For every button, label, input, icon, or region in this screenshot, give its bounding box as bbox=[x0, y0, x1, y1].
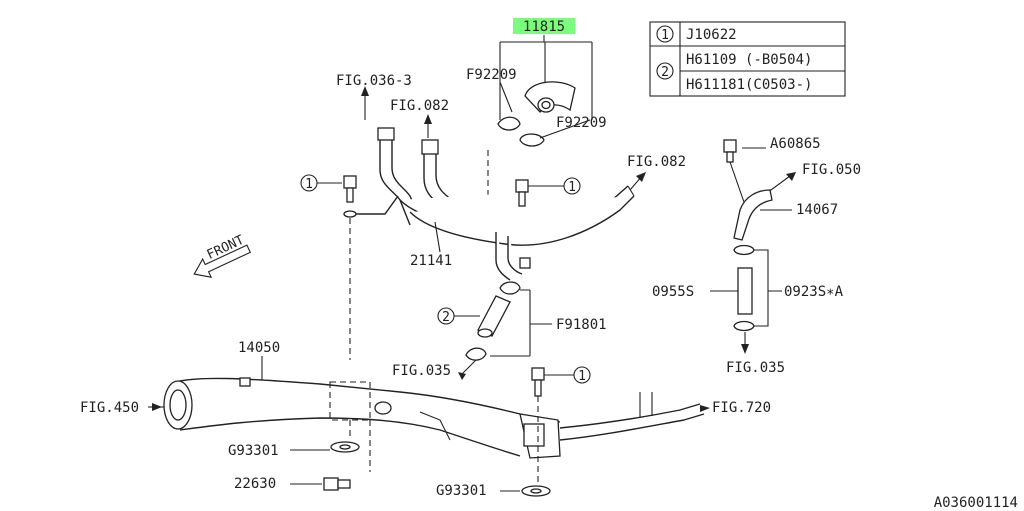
clamp-f92209-a bbox=[497, 116, 521, 131]
part-label-a60865[interactable]: A60865 bbox=[770, 136, 821, 152]
part-label-14050[interactable]: 14050 bbox=[238, 340, 280, 356]
front-arrow: FRONT bbox=[193, 233, 252, 278]
part-label-g93301-b[interactable]: G93301 bbox=[436, 483, 487, 499]
legend-code-3: H611181(C0503-) bbox=[686, 77, 812, 93]
legend-callout-1 bbox=[656, 25, 674, 43]
legend-code-2: H61109 (-B0504) bbox=[686, 52, 812, 68]
diagram-id: A036001114 bbox=[934, 495, 1018, 511]
bolt-lower bbox=[531, 367, 545, 381]
part-label-22630[interactable]: 22630 bbox=[234, 476, 276, 492]
bolt-center bbox=[515, 179, 529, 193]
part-label-0955s[interactable]: 0955S bbox=[652, 284, 694, 300]
svg-text:1: 1 bbox=[578, 369, 586, 384]
fig-ref-720[interactable]: FIG.720 bbox=[712, 400, 771, 416]
part-label-0923s-a[interactable]: 0923S∗A bbox=[784, 284, 844, 300]
sensor-22630 bbox=[323, 477, 339, 491]
part-label-g93301-a[interactable]: G93301 bbox=[228, 443, 279, 459]
clamp-f91801-top bbox=[499, 281, 521, 295]
callout-1-lower[interactable] bbox=[573, 366, 591, 384]
clamp-f91801-bottom bbox=[465, 347, 487, 361]
svg-text:1: 1 bbox=[305, 177, 313, 192]
highlight-11815 bbox=[513, 18, 575, 34]
fig-ref-035-b[interactable]: FIG.035 bbox=[726, 360, 785, 376]
bolt-a60865 bbox=[723, 139, 737, 153]
svg-text:1: 1 bbox=[568, 180, 576, 195]
callout-1-center[interactable] bbox=[563, 177, 581, 195]
front-label: FRONT bbox=[205, 233, 247, 263]
fig-ref-050[interactable]: FIG.050 bbox=[802, 162, 861, 178]
legend-code-1: J10622 bbox=[686, 27, 737, 43]
pipe-720 bbox=[559, 403, 701, 429]
part-label-f92209-a[interactable]: F92209 bbox=[466, 67, 517, 83]
fig-ref-082-b[interactable]: FIG.082 bbox=[627, 154, 686, 170]
part-label-14067[interactable]: 14067 bbox=[796, 202, 838, 218]
svg-text:2: 2 bbox=[442, 310, 450, 325]
legend-callout-2 bbox=[656, 62, 674, 80]
fig-ref-450[interactable]: FIG.450 bbox=[80, 400, 139, 416]
pipe-14050 bbox=[174, 377, 561, 423]
bolt-left bbox=[343, 175, 357, 189]
fig-ref-035-a[interactable]: FIG.035 bbox=[392, 363, 451, 379]
hose-0955s bbox=[737, 267, 753, 315]
part-label-11815[interactable]: 11815 bbox=[523, 19, 565, 35]
clamp-0923s-top bbox=[733, 244, 755, 256]
mount-area bbox=[329, 381, 371, 421]
legend-table: 1 2 J10622 H61109 (-B0504) H611181(C0503… bbox=[649, 21, 846, 97]
part-label-21141[interactable]: 21141 bbox=[410, 253, 452, 269]
bracket-left bbox=[345, 195, 399, 215]
legend-num-2: 2 bbox=[661, 65, 669, 80]
clamp-0923s-bottom bbox=[733, 320, 755, 332]
pipe-end-082 bbox=[421, 139, 439, 155]
clamp-f92209-b bbox=[519, 133, 545, 147]
fig-ref-082-a[interactable]: FIG.082 bbox=[390, 98, 449, 114]
hose-14067 bbox=[733, 189, 773, 241]
legend-num-1: 1 bbox=[661, 28, 669, 43]
part-label-f91801[interactable]: F91801 bbox=[556, 317, 607, 333]
fig-ref-036-3[interactable]: FIG.036-3 bbox=[336, 73, 412, 89]
